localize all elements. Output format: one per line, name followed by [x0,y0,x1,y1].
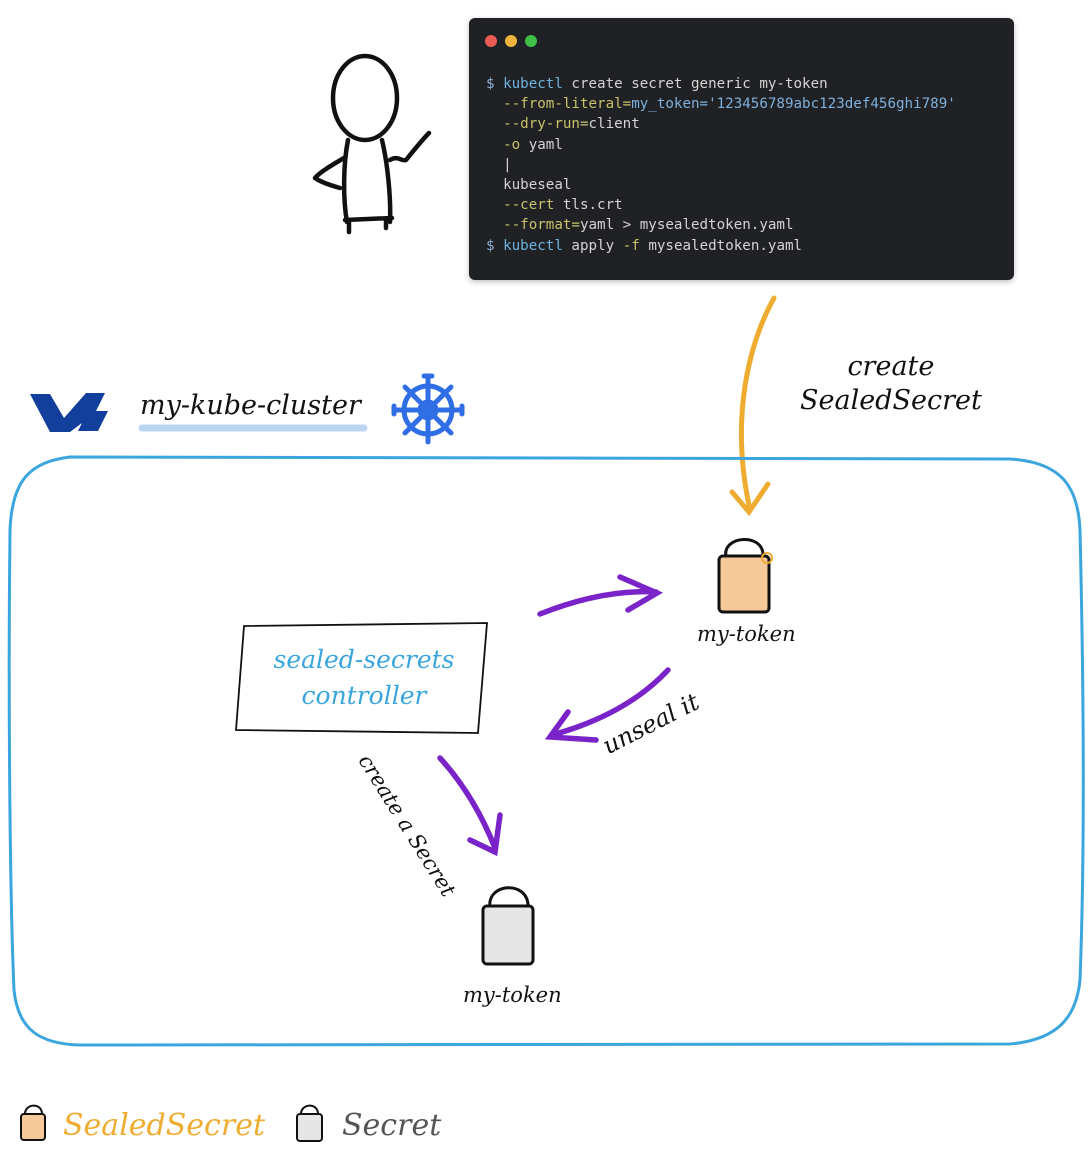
terminal-line: --dry-run=client [486,114,956,134]
code-token: -f [622,237,640,254]
code-token: mysealedtoken.yaml [639,237,803,254]
controller-watch-arrow [537,574,664,617]
legend-sealed-secret-label: SealedSecret [63,1108,266,1143]
terminal-line: --from-literal=my_token='123456789abc123… [486,94,956,114]
legend-sealed-padlock-icon [20,1104,46,1141]
code-token: yaml > mysealedtoken.yaml [579,217,794,234]
secret-token-label: my-token [463,983,562,1007]
terminal-code: $ kubectl create secret generic my-token… [486,74,956,256]
maximize-dot-icon [525,35,537,47]
code-token: --cert [486,197,555,214]
code-token: create secret generic my-token [562,76,828,92]
code-token: --dry-run= [486,116,589,133]
sealed-token-label: my-token [697,622,796,646]
controller-box [235,622,488,734]
terminal-line: -o yaml [486,135,956,155]
kubernetes-helm-icon [391,373,465,445]
person-stick-figure-icon [312,53,432,235]
code-token: $ [486,237,504,254]
create-label-line1: create [847,351,935,382]
code-token: yaml [520,136,563,153]
code-token: $ [486,76,504,92]
create-secret-arrow [437,755,503,857]
code-token: kubeseal [486,176,572,193]
cluster-name-label: my-kube-cluster [140,390,361,421]
create-sealed-secret-arrow [729,295,777,517]
cluster-boundary [7,455,1085,1047]
code-token: kubectl [503,76,563,92]
terminal-line: $ kubectl apply -f mysealedtoken.yaml [486,236,956,256]
controller-label: sealed-secrets controller [273,645,455,710]
terminal-line: $ kubectl create secret generic my-token [486,74,956,94]
terminal-line: --cert tls.crt [486,195,956,215]
sealed-secret-padlock-icon [717,538,773,614]
code-token: | [486,156,512,173]
legend-secret-padlock-icon [296,1104,323,1142]
terminal-line: kubeseal [486,175,956,195]
minimize-dot-icon [505,35,517,47]
terminal-line: | [486,155,956,175]
code-token: --format= [486,217,580,234]
code-token: apply [562,237,623,254]
code-token: client [588,116,640,133]
window-controls [485,35,537,47]
terminal-line: --format=yaml > mysealedtoken.yaml [486,215,956,235]
create-label-line2: SealedSecret [800,385,982,416]
close-dot-icon [485,35,497,47]
legend-secret-label: Secret [342,1108,442,1143]
unseal-arrow [544,667,671,743]
terminal-window: $ kubectl create secret generic my-token… [469,18,1014,280]
code-token: tls.crt [554,197,623,214]
secret-padlock-icon [481,886,535,966]
ovh-logo-icon [30,393,108,432]
create-sealed-secret-label: create SealedSecret [800,350,982,418]
code-token: my_token='123456789abc123def456ghi789' [631,96,956,113]
code-token: kubectl [503,237,563,254]
code-token: -o [486,136,521,153]
code-token: --from-literal= [486,96,632,113]
